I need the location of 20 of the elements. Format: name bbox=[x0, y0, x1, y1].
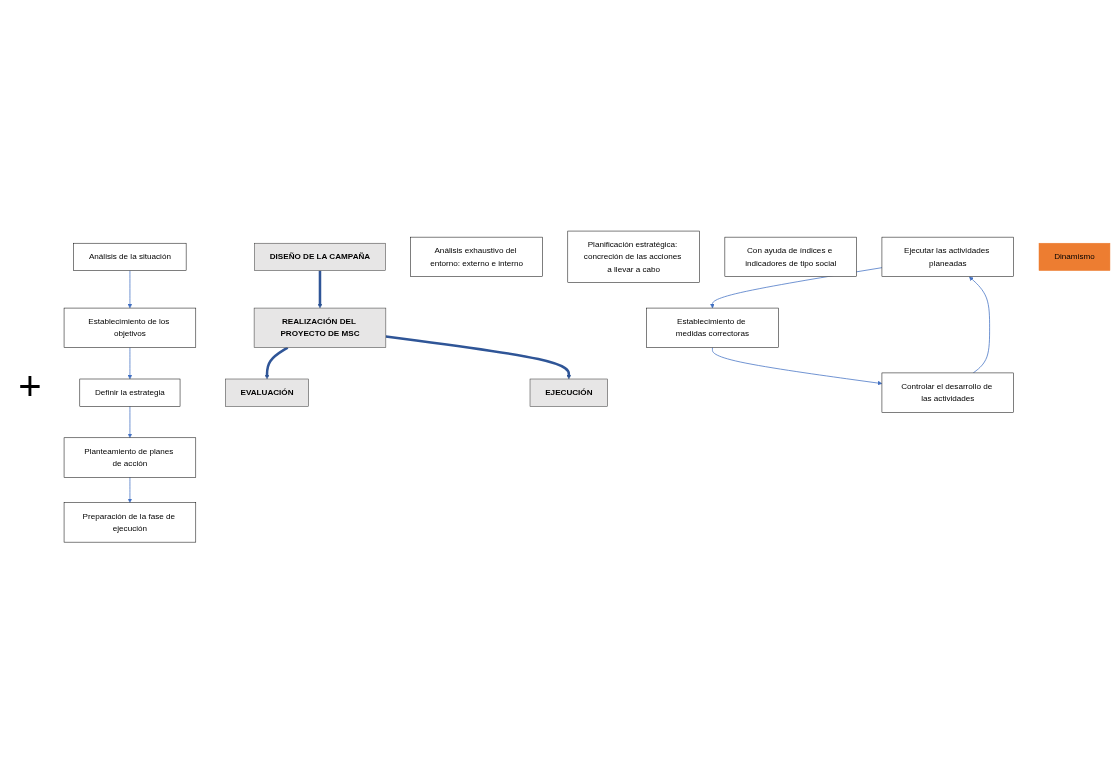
node-box: EJECUCIÓN bbox=[529, 378, 608, 407]
arrow bbox=[264, 346, 289, 380]
node-box: Análisis de la situación bbox=[73, 242, 187, 271]
node-box: Controlar el desarrollo de las actividades bbox=[881, 372, 1014, 413]
node-box: Establecimiento de los objetivos bbox=[63, 307, 197, 348]
node-box: EVALUACIÓN bbox=[225, 378, 309, 407]
node-box: Ejecutar las actividades planeadas bbox=[881, 236, 1014, 277]
node-box: REALIZACIÓN DEL PROYECTO DE MSC bbox=[253, 307, 387, 348]
plus-sign: + bbox=[18, 364, 42, 409]
node-box: Planificación estratégica: concreción de las acciones a llevar a cabo bbox=[567, 230, 700, 283]
node-box: Preparación de la fase de ejecución bbox=[63, 502, 197, 543]
node-box: DISEÑO DE LA CAMPAÑA bbox=[254, 242, 386, 271]
node-box: Análisis exhaustivo del entorno: externo e interno bbox=[410, 236, 543, 277]
node-box: Establecimiento de medidas correctoras bbox=[646, 307, 779, 348]
node-box: Con ayuda de índices e indicadores de tipo social bbox=[724, 236, 857, 277]
node-box: Planteamiento de planes de acción bbox=[63, 437, 197, 478]
node-box: Dinamismo bbox=[1038, 242, 1111, 271]
arrow bbox=[385, 335, 572, 380]
arrow bbox=[317, 270, 323, 309]
node-box: Definir la estrategia bbox=[79, 378, 181, 407]
